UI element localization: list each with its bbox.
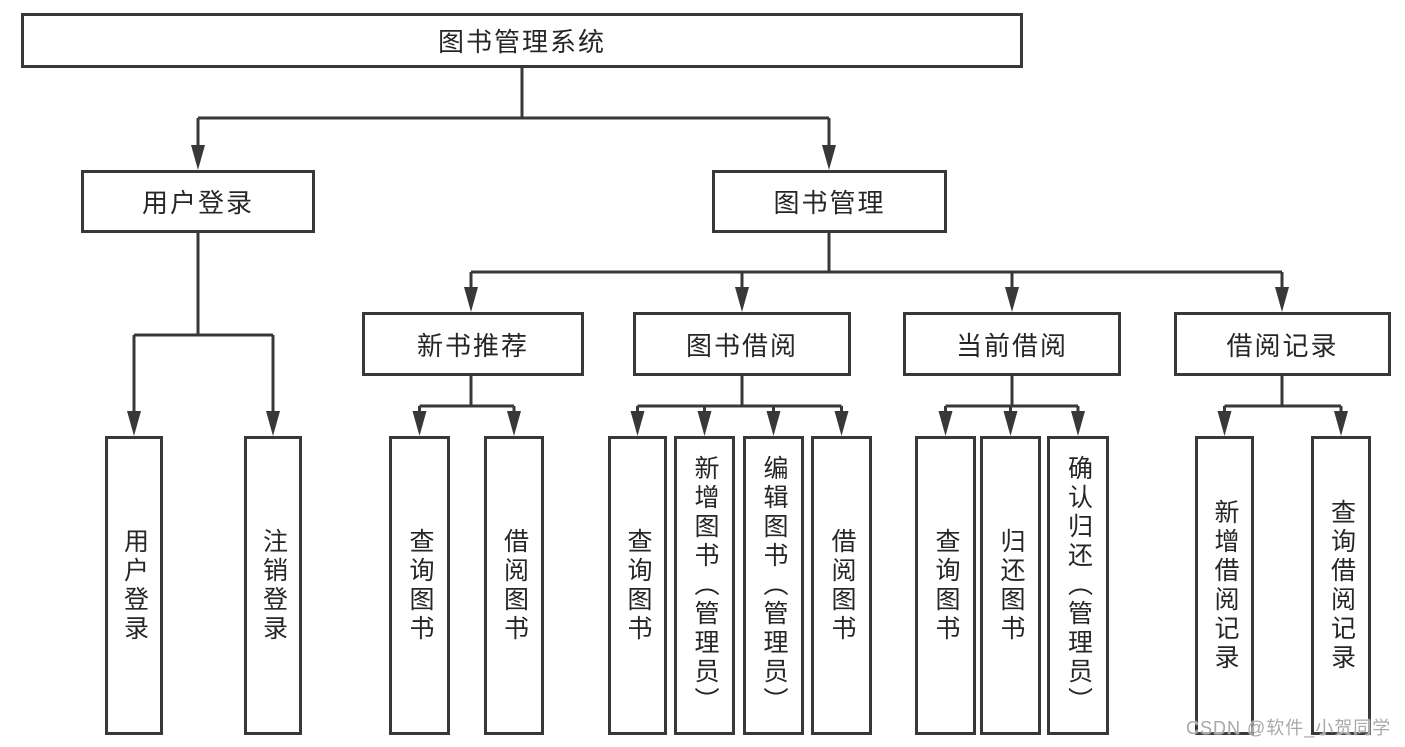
leaf-label: 查询图书 xyxy=(624,527,652,644)
leaf-add-borrow-record: 新增借阅记录 xyxy=(1195,436,1254,735)
leaf-label: 借阅图书 xyxy=(500,527,529,644)
leaf-add-book-admin: 新增图书（管理员） xyxy=(674,436,735,735)
leaf-label: 用户登录 xyxy=(120,527,149,644)
leaf-label: 查询图书 xyxy=(932,527,960,644)
leaf-borrow-query-book: 查询图书 xyxy=(608,436,667,735)
leaf-logout: 注销登录 xyxy=(244,436,302,735)
leaf-recommend-borrow-book: 借阅图书 xyxy=(484,436,544,735)
leaf-borrow-book: 借阅图书 xyxy=(811,436,872,735)
leaf-return-book: 归还图书 xyxy=(980,436,1041,735)
node-borrow-records: 借阅记录 xyxy=(1174,312,1391,376)
leaf-current-query-book: 查询图书 xyxy=(915,436,976,735)
node-book-borrow: 图书借阅 xyxy=(633,312,851,376)
leaf-label: 注销登录 xyxy=(259,527,288,644)
node-current-borrow: 当前借阅 xyxy=(903,312,1121,376)
arrowheads xyxy=(127,145,1348,436)
node-user-login-branch: 用户登录 xyxy=(81,170,315,233)
leaf-confirm-return-admin: 确认归还（管理员） xyxy=(1047,436,1109,735)
leaf-user-login: 用户登录 xyxy=(105,436,163,735)
leaf-label: 编辑图书（管理员） xyxy=(760,455,788,716)
leaf-edit-book-admin: 编辑图书（管理员） xyxy=(743,436,804,735)
node-book-management-branch: 图书管理 xyxy=(712,170,947,233)
leaf-label: 查询借阅记录 xyxy=(1327,498,1356,673)
leaf-recommend-query-book: 查询图书 xyxy=(389,436,450,735)
leaf-label: 查询图书 xyxy=(406,527,434,644)
leaf-label: 新增图书（管理员） xyxy=(691,455,719,716)
node-new-book-recommend: 新书推荐 xyxy=(362,312,584,376)
node-root-system: 图书管理系统 xyxy=(21,13,1023,68)
csdn-watermark: CSDN @软件_小贺同学 xyxy=(1186,718,1392,738)
leaf-label: 归还图书 xyxy=(997,527,1025,644)
leaf-query-borrow-record: 查询借阅记录 xyxy=(1311,436,1371,735)
leaf-label: 新增借阅记录 xyxy=(1211,498,1239,673)
leaf-label: 确认归还（管理员） xyxy=(1064,455,1093,716)
leaf-label: 借阅图书 xyxy=(828,527,856,644)
